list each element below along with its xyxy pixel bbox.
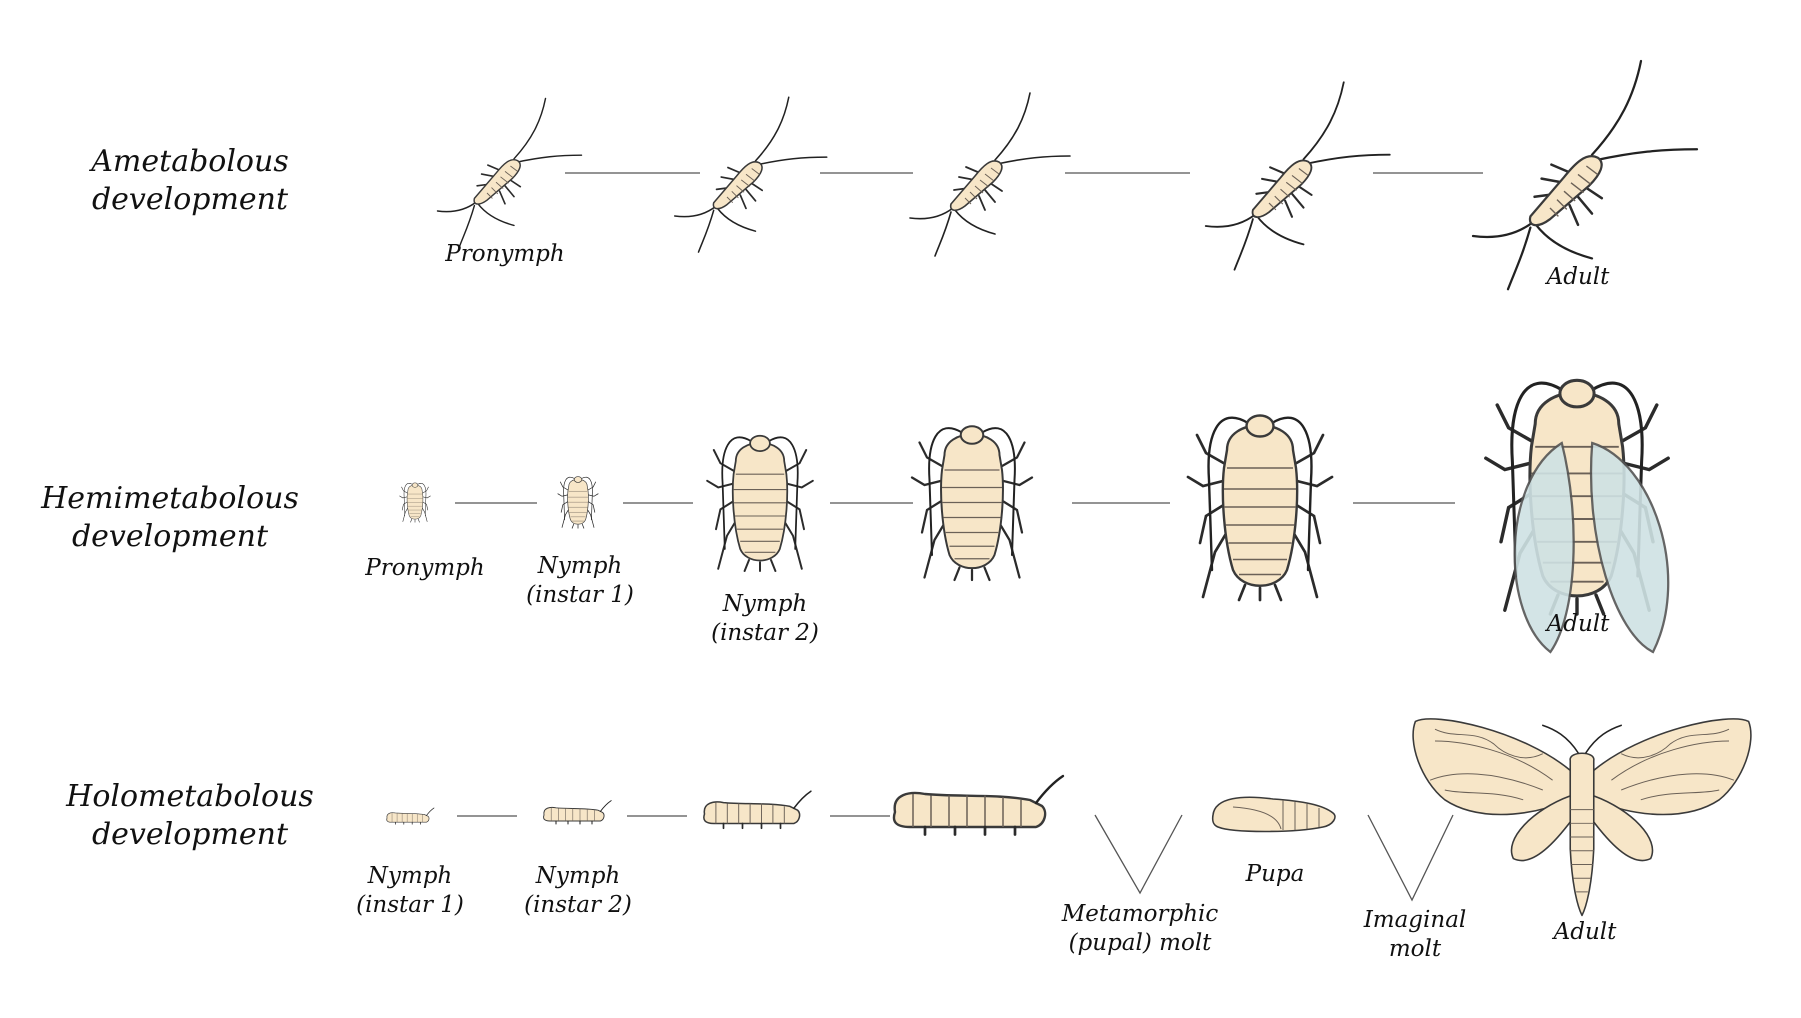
label-nymph-instar-1: Nymph (instar 1) [350, 862, 470, 920]
hemimetabolous-title-line1: Hemimetabolous [41, 481, 299, 516]
ametabolous-row [436, 59, 1699, 291]
label-nymph-instar-1: Nymph (instar 1) [520, 552, 640, 610]
ametabolous-title-line2: development [91, 182, 289, 217]
cockroach-icon [557, 476, 599, 529]
silverfish-icon [673, 96, 828, 253]
molt-wedge [1367, 814, 1454, 902]
label-text: Nymph [537, 553, 623, 579]
holometabolous-row [386, 718, 1752, 917]
label-imaginal-molt: Imaginal molt [1350, 906, 1480, 964]
hemimetabolous-title: Hemimetabolous development [20, 480, 320, 556]
silverfish-icon [1471, 59, 1699, 291]
label-text: Adult [1553, 919, 1617, 945]
holometabolous-title: Holometabolous development [40, 778, 340, 854]
label-text: (instar 2) [711, 620, 819, 646]
holometabolous-title-line2: development [91, 817, 289, 852]
holometabolous-title-line1: Holometabolous [66, 779, 314, 814]
pupa-icon [1211, 796, 1336, 833]
label-adult: Adult [1523, 610, 1633, 639]
label-text: Nymph [367, 863, 453, 889]
label-text: Pronymph [445, 241, 565, 267]
silverfish-icon [436, 97, 583, 247]
caterpillar-icon [386, 807, 435, 825]
label-text: Nymph [722, 591, 808, 617]
label-text: molt [1388, 936, 1442, 962]
label-text: Imaginal [1363, 907, 1467, 933]
cockroach-icon [399, 482, 431, 523]
cockroach-icon [1484, 378, 1670, 654]
molt-wedge [1094, 814, 1183, 895]
label-nymph-instar-2: Nymph (instar 2) [705, 590, 825, 648]
label-metamorphic-molt: Metamorphic (pupal) molt [1055, 900, 1225, 958]
label-text: (instar 1) [356, 892, 464, 918]
label-adult: Adult [1523, 263, 1633, 292]
label-pupa: Pupa [1220, 860, 1330, 889]
label-text: (instar 1) [526, 582, 634, 608]
caterpillar-icon [702, 790, 812, 830]
label-text: Pronymph [365, 555, 485, 581]
label-text: Nymph [535, 863, 621, 889]
label-nymph-instar-2: Nymph (instar 2) [518, 862, 638, 920]
label-text: Adult [1546, 264, 1610, 290]
ametabolous-title: Ametabolous development [40, 143, 340, 219]
cockroach-icon [706, 434, 814, 572]
silverfish-icon [909, 92, 1071, 257]
caterpillar-icon [892, 774, 1065, 836]
hemimetabolous-title-line2: development [71, 519, 269, 554]
caterpillar-icon [543, 800, 612, 825]
label-pronymph: Pronymph [360, 554, 490, 583]
moth-icon [1412, 718, 1752, 917]
label-text: Adult [1546, 611, 1610, 637]
cockroach-icon [1186, 414, 1334, 602]
label-text: Pupa [1245, 861, 1305, 887]
label-text: Metamorphic [1061, 901, 1219, 927]
cockroach-icon [910, 425, 1034, 582]
label-text: (instar 2) [524, 892, 632, 918]
label-pronymph: Pronymph [440, 240, 570, 269]
label-text: (pupal) molt [1068, 930, 1212, 956]
hemimetabolous-row [399, 378, 1670, 654]
silverfish-icon [1204, 81, 1391, 271]
label-adult: Adult [1530, 918, 1640, 947]
ametabolous-title-line1: Ametabolous [91, 144, 289, 179]
